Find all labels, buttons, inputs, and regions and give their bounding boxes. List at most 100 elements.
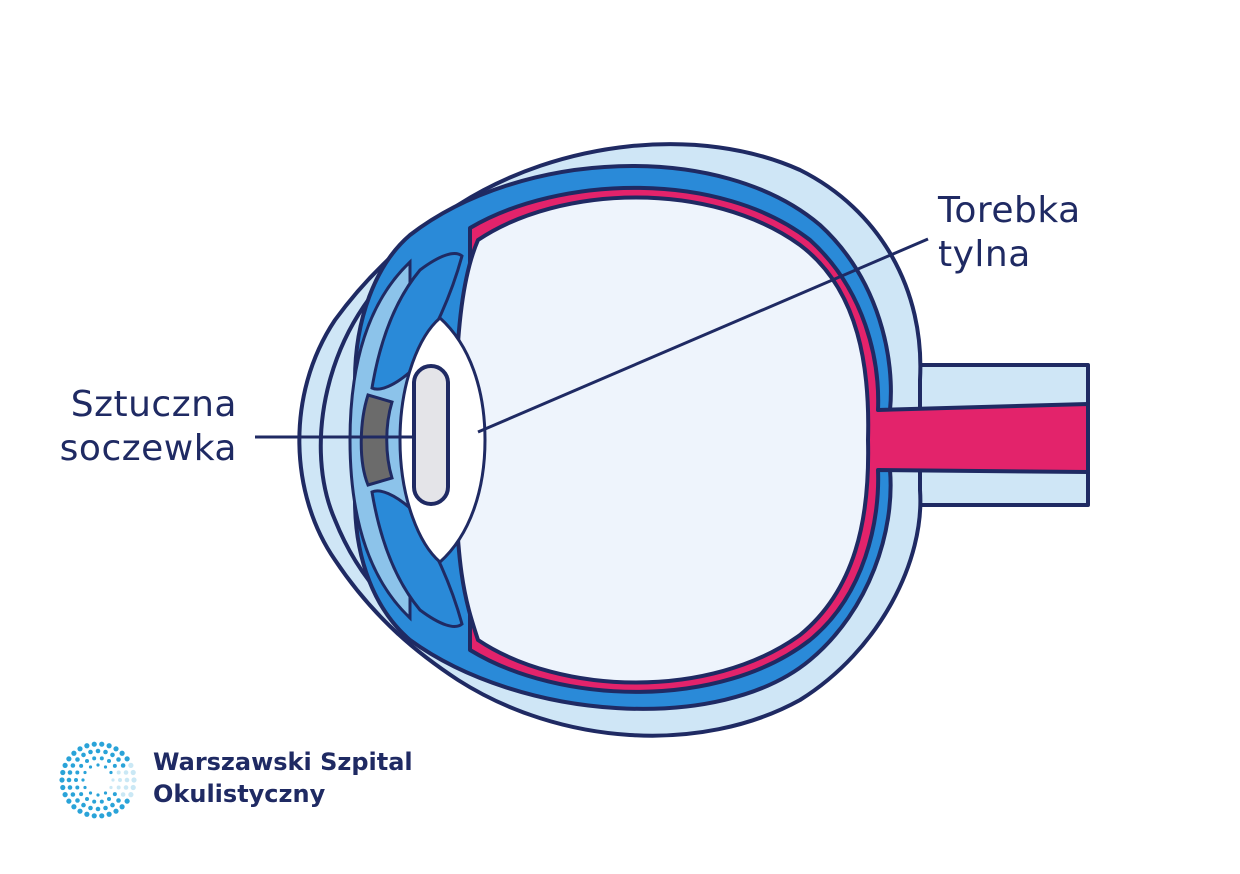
logo-dot xyxy=(62,792,68,798)
logo-dot xyxy=(66,756,72,762)
logo-dot xyxy=(88,749,93,755)
logo-dot xyxy=(107,758,111,763)
logo-dot xyxy=(106,743,112,749)
logo-dot xyxy=(124,756,130,762)
logo-dot xyxy=(112,763,117,768)
logo-dot xyxy=(123,770,129,775)
logo-dot xyxy=(99,741,105,747)
logo-dot xyxy=(84,811,90,817)
vitreous-body xyxy=(453,195,871,685)
logo-dot xyxy=(99,813,105,819)
logo-dot xyxy=(79,792,84,797)
logo-dot xyxy=(83,785,87,790)
logo-dot xyxy=(111,778,115,782)
logo-dot xyxy=(88,805,93,811)
logo-dot xyxy=(110,802,115,808)
logo-dot xyxy=(83,770,87,775)
logo-dot xyxy=(128,762,134,768)
logo-dot xyxy=(84,743,90,749)
logo-dot xyxy=(70,792,76,797)
iris xyxy=(359,393,394,487)
logo-dot xyxy=(71,804,77,810)
logo-dot xyxy=(103,749,108,755)
logo-dot xyxy=(91,741,97,747)
logo-dot xyxy=(116,798,121,803)
logo-dot xyxy=(116,757,121,762)
logo-dot xyxy=(103,765,108,769)
logo-dot xyxy=(81,778,85,782)
label-artificial-lens: Sztuczna soczewka xyxy=(60,383,237,471)
hospital-logo-icon xyxy=(59,741,137,819)
logo-dot xyxy=(77,808,83,814)
ciliary-body-lower xyxy=(370,489,464,628)
logo-dot xyxy=(81,802,86,808)
logo-dot xyxy=(95,748,101,754)
logo-dot xyxy=(106,811,112,817)
hospital-logo-text: Warszawski Szpital Okulistyczny xyxy=(153,746,413,810)
logo-dot xyxy=(109,785,113,790)
logo-line1: Warszawski Szpital xyxy=(153,748,413,776)
logo-dot xyxy=(107,797,111,802)
logo-dot xyxy=(91,813,97,819)
logo-dot xyxy=(60,769,66,776)
logo-dot xyxy=(77,746,83,752)
logo-dot xyxy=(120,792,126,797)
logo-line2: Okulistyczny xyxy=(153,780,326,808)
logo-dot xyxy=(66,798,72,804)
logo-dot xyxy=(95,806,101,812)
logo-dot xyxy=(71,750,77,756)
logo-dot xyxy=(67,785,73,790)
logo-dot xyxy=(92,756,97,761)
logo-dot xyxy=(79,763,84,768)
logo-dot xyxy=(85,797,89,802)
logo-dot xyxy=(113,808,119,814)
logo-dot xyxy=(88,765,93,769)
logo-dot xyxy=(85,758,89,763)
pointer-line-right xyxy=(477,237,929,434)
logo-dot xyxy=(75,785,80,790)
logo-dot xyxy=(74,778,78,782)
logo-dot xyxy=(109,770,113,775)
label-artificial-lens-line1: Sztuczna xyxy=(70,384,237,425)
logo-dot xyxy=(118,778,122,782)
logo-dot xyxy=(119,804,125,810)
logo-dot xyxy=(59,777,65,783)
artificial-lens xyxy=(412,364,450,506)
logo-dot xyxy=(103,791,108,795)
logo-dot xyxy=(75,757,80,762)
logo-dot xyxy=(130,769,136,776)
logo-dot xyxy=(131,777,137,783)
logo-dot xyxy=(124,777,130,783)
logo-dot xyxy=(66,777,72,783)
label-posterior-capsule-line2: tylna xyxy=(938,234,1031,275)
label-posterior-capsule-line1: Torebka xyxy=(938,190,1081,231)
logo-dot xyxy=(128,792,134,798)
logo-dot xyxy=(62,762,68,768)
logo-dot xyxy=(60,784,66,791)
logo-dot xyxy=(123,785,129,790)
label-posterior-capsule: Torebka tylna xyxy=(938,189,1081,277)
logo-dot xyxy=(116,770,121,775)
logo-dot xyxy=(112,792,117,797)
logo-dot xyxy=(81,752,86,758)
logo-dot xyxy=(120,763,126,768)
logo-dot xyxy=(116,785,121,790)
logo-dot xyxy=(96,763,100,767)
logo-dot xyxy=(75,770,80,775)
logo-dot xyxy=(110,752,115,758)
logo-dot xyxy=(96,793,100,797)
logo-dot xyxy=(70,763,76,768)
logo-dot xyxy=(99,756,104,761)
logo-dot xyxy=(99,799,104,804)
logo-dot xyxy=(113,746,119,752)
logo-dot xyxy=(67,770,73,775)
ciliary-body-upper xyxy=(370,252,464,391)
logo-dot xyxy=(119,750,125,756)
logo-dot xyxy=(75,798,80,803)
logo-dot xyxy=(88,791,93,795)
label-artificial-lens-line2: soczewka xyxy=(59,428,237,469)
logo-dot xyxy=(130,784,136,791)
logo-dot xyxy=(124,798,130,804)
logo-dot xyxy=(92,799,97,804)
